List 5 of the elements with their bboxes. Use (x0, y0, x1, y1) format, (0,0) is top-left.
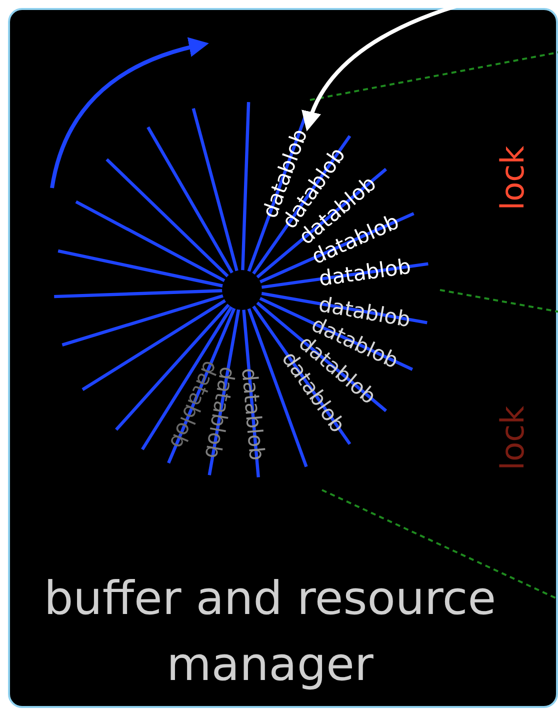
panel-background (8, 8, 558, 708)
lock-label: lock (494, 406, 530, 470)
lock-label: lock (494, 146, 530, 210)
panel-title: buffer and resource manager (42, 570, 497, 693)
spoke-label: datablob (236, 366, 269, 462)
